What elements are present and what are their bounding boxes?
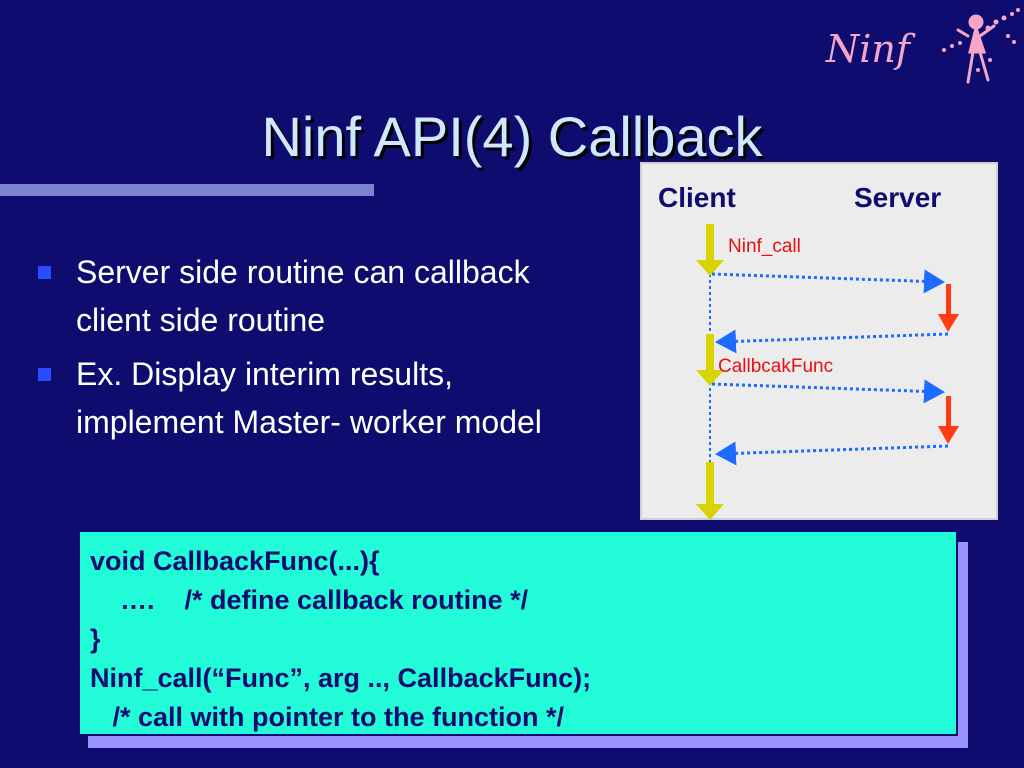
callback-func-label: CallbcakFunc (718, 356, 834, 377)
sequence-diagram-graphic (696, 224, 959, 520)
server-execution-arrow (938, 396, 959, 444)
client-execution-arrow (696, 224, 724, 276)
code-line: void CallbackFunc(...){ (90, 546, 380, 576)
ninf-call-label: Ninf_call (728, 236, 801, 257)
client-execution-arrow (696, 462, 724, 520)
bullet-item: Ex. Display interim results, implement M… (36, 350, 596, 446)
client-execution-arrow (696, 334, 724, 386)
client-column-label: Client (658, 182, 736, 213)
result-message-arrow (715, 441, 949, 466)
square-bullet-icon (38, 368, 51, 381)
bullet-text: Server side routine can callback client … (76, 254, 530, 338)
server-column-label: Server (854, 182, 942, 213)
bullet-text: Ex. Display interim results, implement M… (76, 356, 542, 440)
server-execution-arrow (938, 284, 959, 332)
ninf-logo-graphic: Ninf (825, 8, 1020, 84)
ninf-logo: Ninf (818, 0, 1024, 90)
return-message-arrow (711, 379, 945, 404)
code-line: } (90, 624, 101, 654)
callback-message-arrow (715, 329, 949, 354)
title-underline-bar (0, 184, 374, 196)
code-line: Ninf_call(“Func”, arg .., CallbackFunc); (90, 663, 592, 693)
slide-title: Ninf API(4) Callback (261, 105, 763, 168)
bullet-list: Server side routine can callback client … (36, 248, 596, 452)
callback-sequence-diagram: Client Server Ninf_call CallbcakFunc (640, 162, 998, 520)
logo-text: Ninf (825, 27, 916, 71)
square-bullet-icon (38, 266, 51, 279)
code-line: /* call with pointer to the function */ (90, 702, 565, 732)
call-message-arrow (711, 269, 945, 294)
bullet-item: Server side routine can callback client … (36, 248, 596, 344)
code-box: void CallbackFunc(...){ …. /* define cal… (78, 530, 958, 736)
code-line: …. /* define callback routine */ (90, 585, 529, 615)
